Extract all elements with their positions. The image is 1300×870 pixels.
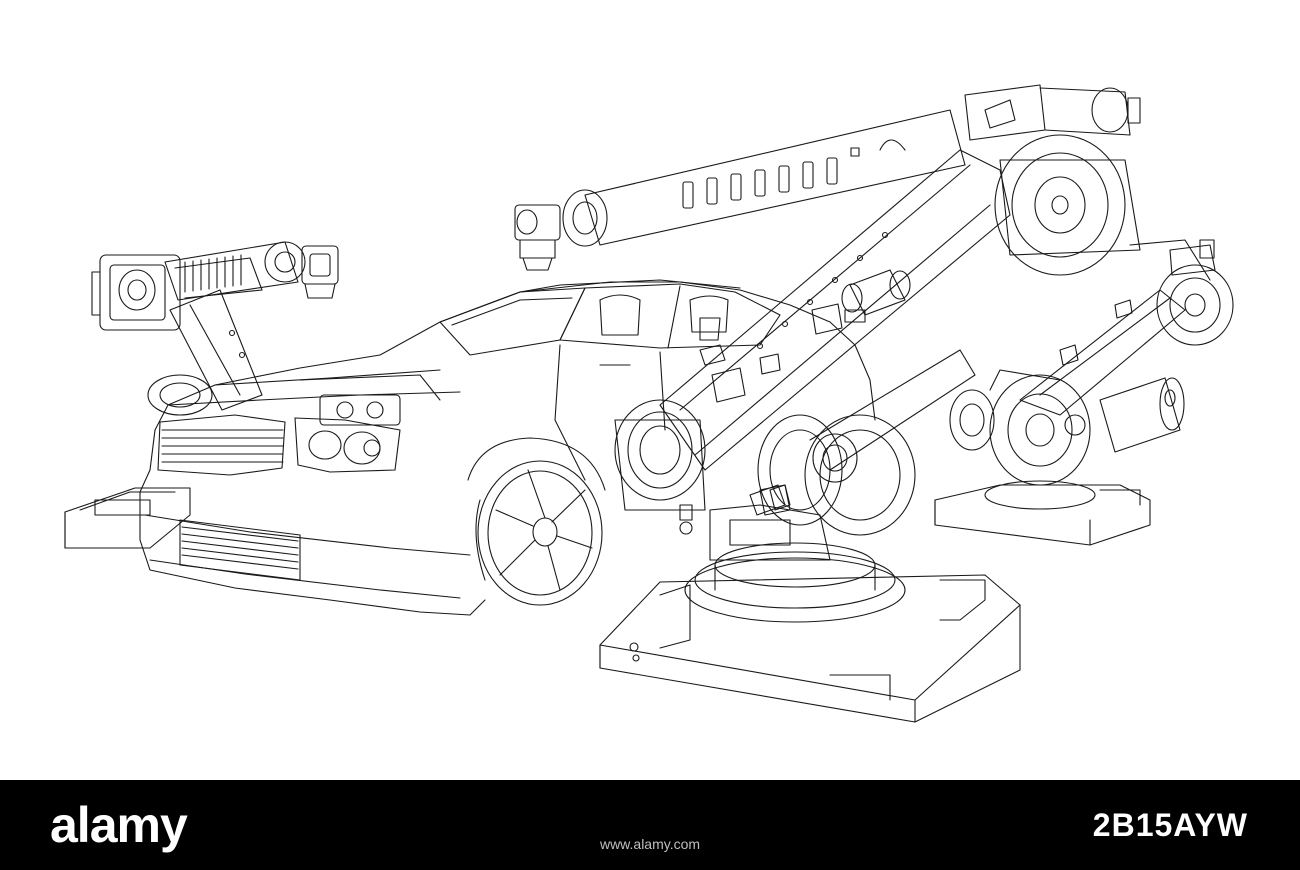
left-robot-arm — [64, 241, 339, 549]
wireframe-car — [139, 279, 876, 616]
site-url: www.alamy.com — [599, 836, 701, 852]
center-robot-arm — [514, 84, 1141, 723]
brand-logo: alamy — [50, 797, 188, 853]
stock-photo-footer: alamy www.alamy.com 2B15AYW — [0, 780, 1300, 870]
right-robot-arm — [841, 239, 1234, 546]
image-id: 2B15AYW — [1092, 807, 1248, 843]
wireframe-illustration — [64, 84, 1234, 723]
